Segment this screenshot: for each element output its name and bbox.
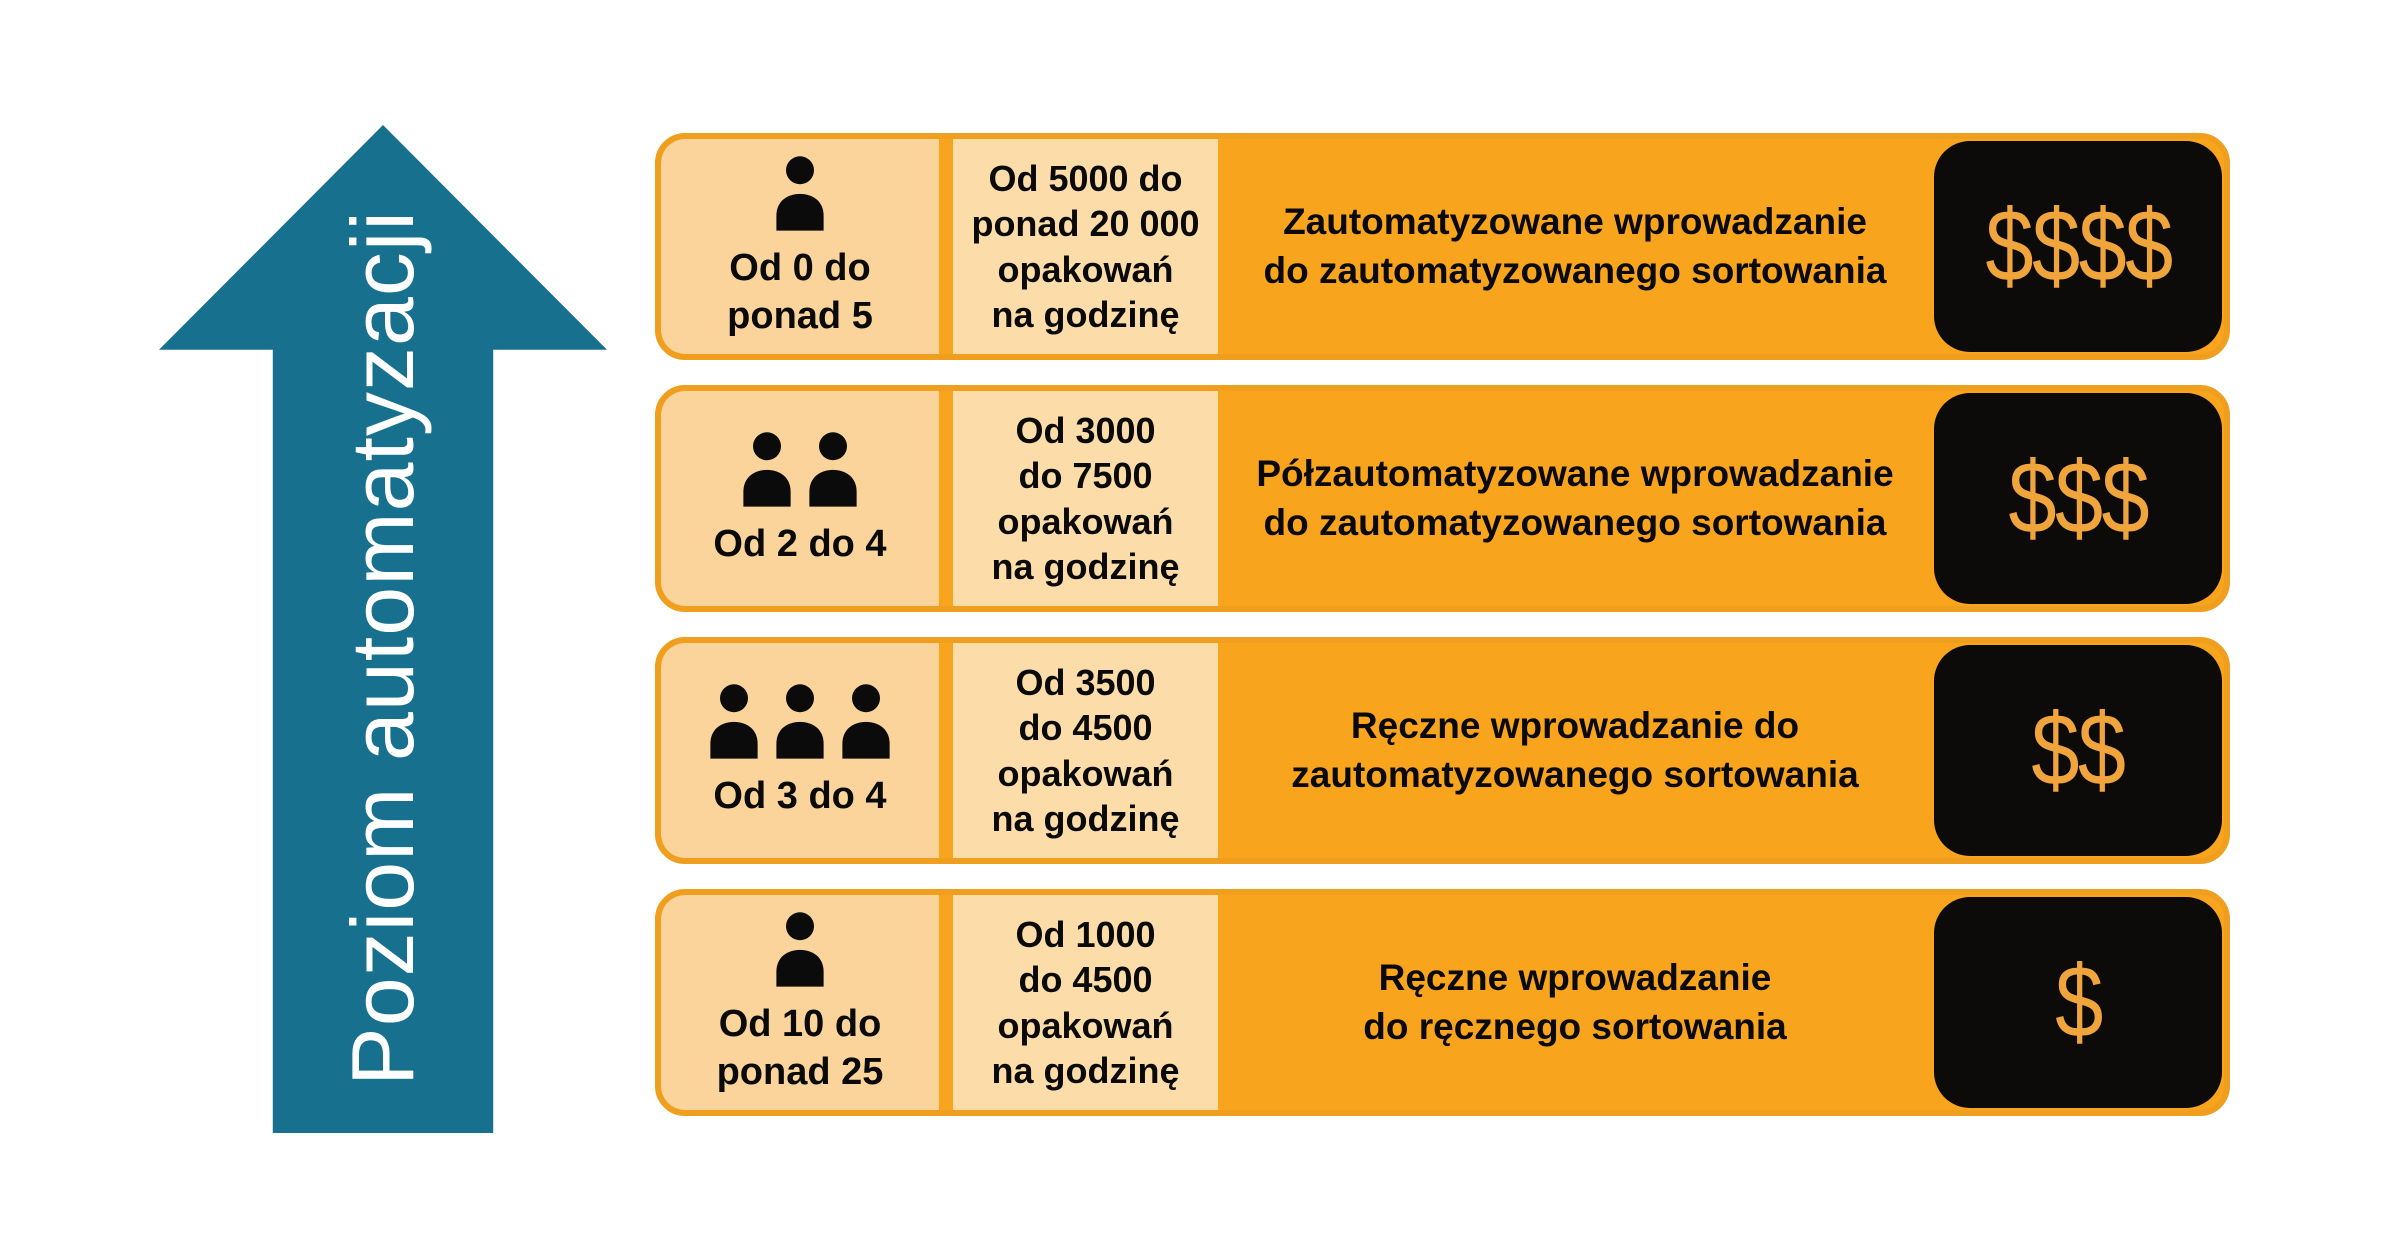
person-icon — [809, 432, 857, 507]
workers-cell: Od 0 do ponad 5 — [661, 139, 939, 354]
worker-icons — [772, 909, 828, 989]
cell-divider — [939, 643, 953, 858]
cost-cell: $$ — [1934, 645, 2222, 856]
process-description: Ręczne wprowadzanie do ręcznego sortowan… — [1363, 957, 1787, 1047]
worker-icons — [706, 681, 894, 761]
workers-cell: Od 10 do ponad 25 — [661, 895, 939, 1110]
workers-count-label: Od 10 do ponad 25 — [716, 1003, 884, 1093]
cost-cell: $$$ — [1934, 393, 2222, 604]
worker-icons — [739, 429, 861, 509]
row-semiautomated-infeed: Od 2 do 4 Od 3000 do 7500 opakowań na go… — [655, 385, 2230, 612]
automation-rows: Od 0 do ponad 5 Od 5000 do ponad 20 000 … — [655, 133, 2230, 1141]
cell-divider — [939, 139, 953, 354]
row-automated-infeed: Od 0 do ponad 5 Od 5000 do ponad 20 000 … — [655, 133, 2230, 360]
cost-dollar-signs: $ — [2054, 945, 2103, 1059]
workers-cell: Od 2 do 4 — [661, 391, 939, 606]
cost-cell: $ — [1934, 897, 2222, 1108]
cost-dollar-signs: $$ — [2031, 693, 2126, 807]
throughput-cell: Od 5000 do ponad 20 000 opakowań na godz… — [953, 139, 1218, 354]
person-icon — [776, 156, 824, 231]
cost-dollar-signs: $$$ — [2008, 441, 2149, 555]
process-description: Półzautomatyzowane wprowadzanie do zauto… — [1256, 453, 1894, 543]
throughput-cell: Od 3000 do 7500 opakowań na godzinę — [953, 391, 1218, 606]
workers-cell: Od 3 do 4 — [661, 643, 939, 858]
automation-level-axis-label: Poziom automatyzacji — [333, 210, 432, 1086]
throughput-cell: Od 1000 do 4500 opakowań na godzinę — [953, 895, 1218, 1110]
workers-count-label: Od 3 do 4 — [713, 774, 887, 817]
cell-divider — [939, 391, 953, 606]
cost-cell: $$$$ — [1934, 141, 2222, 352]
cell-divider — [939, 895, 953, 1110]
workers-count-label: Od 2 do 4 — [713, 522, 887, 565]
person-icon — [776, 912, 824, 987]
row-manual-infeed-manual-sort: Od 10 do ponad 25 Od 1000 do 4500 opakow… — [655, 889, 2230, 1116]
throughput-cell: Od 3500 do 4500 opakowań na godzinę — [953, 643, 1218, 858]
workers-count-label: Od 0 do ponad 5 — [727, 247, 873, 337]
cost-dollar-signs: $$$$ — [1984, 189, 2173, 303]
row-manual-infeed-automated-sort: Od 3 do 4 Od 3500 do 4500 opakowań na go… — [655, 637, 2230, 864]
worker-icons — [772, 153, 828, 233]
process-description: Zautomatyzowane wprowadzanie do zautomat… — [1263, 201, 1887, 291]
person-icon — [776, 684, 824, 759]
person-icon — [743, 432, 791, 507]
person-icon — [842, 684, 890, 759]
process-description: Ręczne wprowadzanie do zautomatyzowanego… — [1291, 705, 1859, 795]
person-icon — [710, 684, 758, 759]
